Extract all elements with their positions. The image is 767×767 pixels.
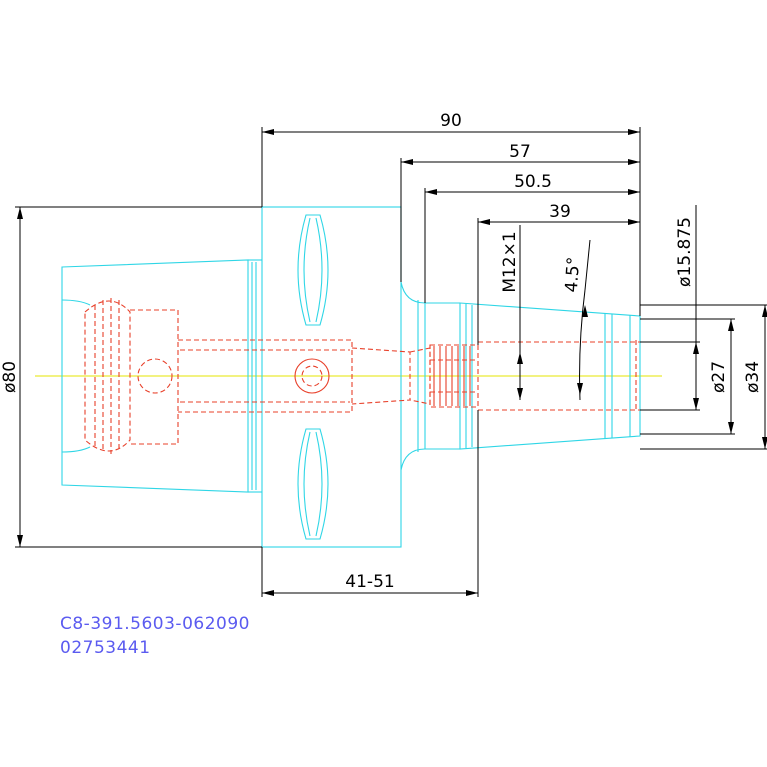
- dim-diameter-80: ø80: [0, 361, 20, 393]
- part-number: 02753441: [60, 638, 151, 658]
- dim-angle-4-5: 4.5°: [562, 256, 584, 293]
- dim-length-90: 90: [440, 111, 462, 131]
- dim-diameter-15-875: ø15.875: [675, 217, 695, 287]
- arrowheads: [17, 129, 767, 596]
- dimension-lines: [15, 127, 767, 597]
- dim-length-57: 57: [509, 142, 531, 162]
- part-code: C8-391.5603-062090: [60, 614, 250, 634]
- dim-length-50-5: 50.5: [514, 172, 552, 192]
- dim-length-41-51: 41-51: [345, 572, 394, 592]
- dim-thread-m12: M12×1: [500, 231, 520, 292]
- holder-outline: [61, 206, 641, 548]
- internal-hidden-lines: [84, 298, 640, 454]
- dim-diameter-34: ø34: [743, 361, 763, 393]
- dim-length-39: 39: [549, 202, 571, 222]
- dim-diameter-27: ø27: [709, 361, 729, 393]
